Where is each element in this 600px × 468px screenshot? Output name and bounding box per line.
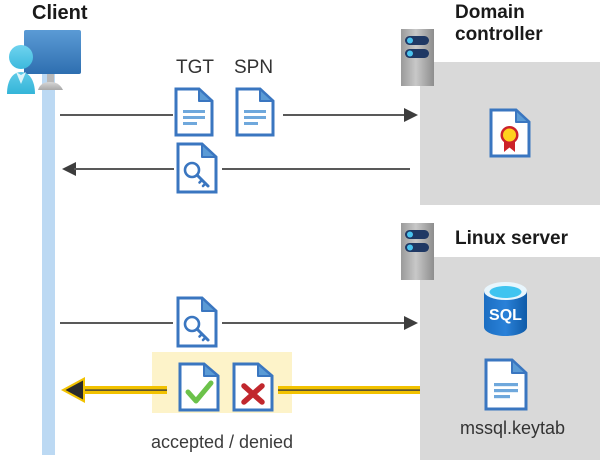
sql-database-label: SQL [489,307,522,324]
sql-database-icon: SQL [479,280,532,338]
certificate-document-icon [489,108,531,158]
flow-arrowhead-to-dc [404,107,420,123]
domain-controller-title-line2: controller [455,24,543,46]
client-workstation-icon [6,28,98,98]
keytab-filename-label: mssql.keytab [459,418,566,438]
accepted-denied-label: accepted / denied [150,432,294,452]
flow-line-request-left [60,114,173,116]
ticket-key-document-icon [176,142,218,194]
flow-arrowhead-to-linux [404,315,420,331]
accepted-document-icon [178,362,220,412]
flow-line-result-left [80,386,167,394]
spn-label: SPN [234,57,274,78]
denied-document-icon [232,362,274,412]
spn-document-icon [235,87,275,137]
page-title-client: Client [32,2,88,24]
page-title-linux-server: Linux server [455,228,568,249]
tgt-label: TGT [176,57,214,78]
service-ticket-key-document-icon [176,296,218,348]
flow-line-ticket-left [74,168,174,170]
server-rack-icon [400,28,440,88]
flow-line-result-right [278,386,420,394]
page-title-domain-controller: Domain controller [455,2,600,47]
flow-line-request-right [283,114,408,116]
flow-line-linux-right [222,322,408,324]
server-rack-icon [400,222,440,282]
flow-arrowhead-to-client-result [60,376,86,404]
keytab-document-icon [484,358,528,411]
flow-arrowhead-to-client-ticket [60,161,76,177]
flow-line-ticket-right [222,168,410,170]
tgt-document-icon [174,87,214,137]
flow-line-linux-left [60,322,173,324]
client-lifeline [42,70,55,455]
domain-controller-title-line1: Domain [455,2,525,23]
